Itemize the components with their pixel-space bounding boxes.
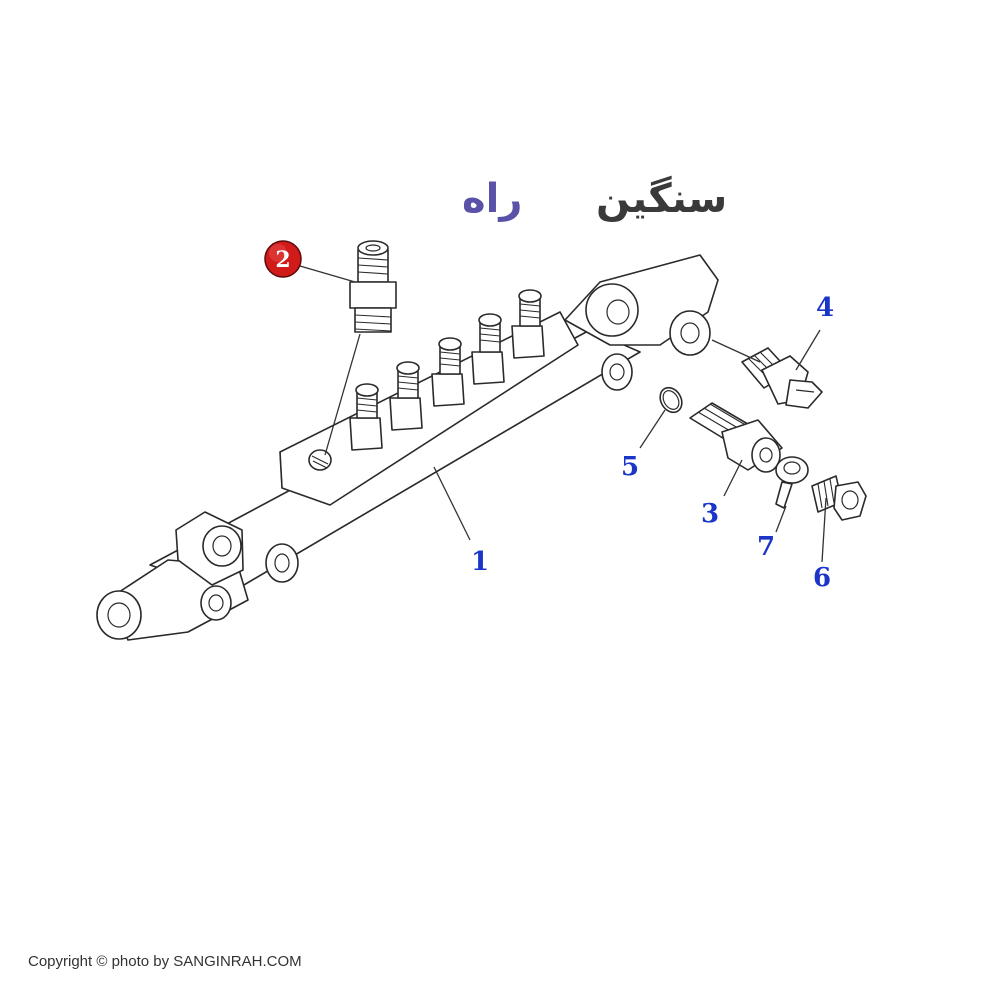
callout-2-badge <box>264 240 302 278</box>
rail-nipple <box>471 313 505 385</box>
callout-2-highlighted: 2 <box>264 240 302 278</box>
callout-labels: 1 2 3 4 5 6 7 <box>264 240 834 593</box>
logo-text-part1: سنگین <box>596 175 727 222</box>
callout-4: 4 <box>816 293 834 323</box>
part-5-o-ring <box>659 386 683 414</box>
rail-nipple <box>511 289 545 359</box>
callout-7: 7 <box>757 532 775 562</box>
callout-1: 1 <box>471 547 489 577</box>
rail-nipple <box>431 337 465 407</box>
leader-lines <box>299 265 827 563</box>
rail-nipple <box>349 383 383 451</box>
callout-5: 5 <box>621 452 639 482</box>
part-3-fitting <box>689 402 783 473</box>
part-7-washer <box>775 456 809 509</box>
part-1-common-rail <box>96 254 719 641</box>
brand-logo: سنگین راه <box>462 175 727 222</box>
callout-3: 3 <box>701 499 719 529</box>
callout-2: 2 <box>275 247 290 273</box>
copyright-notice: Copyright © photo by SANGINRAH.COM <box>28 953 302 970</box>
logo-text-part2: راه <box>462 176 522 222</box>
part-4-pressure-sensor <box>741 347 823 409</box>
rail-nipple <box>389 361 423 431</box>
part-6-bolt <box>811 475 867 521</box>
part-2-plug-nipple <box>349 240 397 333</box>
callout-6: 6 <box>813 563 831 593</box>
